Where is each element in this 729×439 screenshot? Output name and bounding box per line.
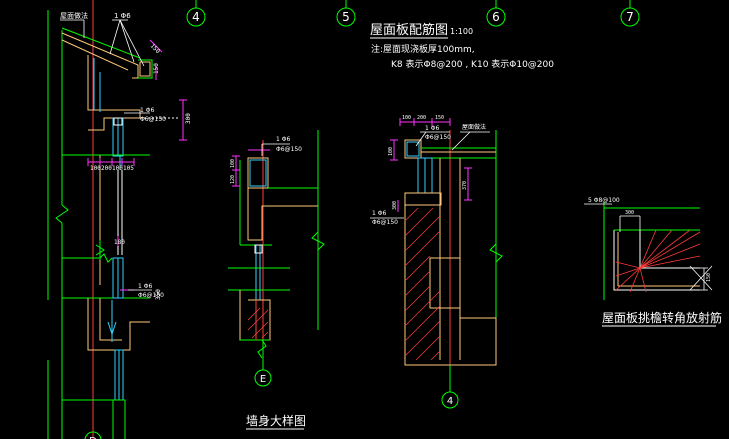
right-callout-bar: 1 Φ6	[425, 125, 439, 132]
corner-dim-side: 150	[706, 273, 712, 282]
right-callout-stirrup: Φ6@150	[425, 134, 451, 141]
roof-plan-note-1: 注:屋面现浇板厚100mm,	[371, 43, 475, 55]
right-dim-top-1: 100	[402, 115, 411, 121]
grid-bubble-bottom-4	[441, 391, 459, 409]
grid-bubble-bottom-e	[254, 369, 272, 387]
left-dim-roof-height: 150	[149, 42, 162, 55]
left-callout-lower-stirrup: Φ6@150	[138, 292, 164, 299]
right-dim-wall: 300	[392, 201, 398, 210]
middle-callout-leaders	[261, 143, 290, 156]
left-dim-row-4: 105	[123, 165, 134, 172]
right-dimensions	[390, 118, 472, 212]
right-dim-lintel: 370	[462, 181, 468, 190]
corner-radial-bars	[615, 229, 701, 293]
corner-rebar-leaders	[584, 203, 713, 291]
left-callout-gutter-bar: 1 Φ6	[114, 12, 131, 20]
left-callout-sill-bar: 1 Φ6	[140, 107, 154, 114]
grid-bubble-label-e: E	[260, 374, 266, 385]
corner-rebar-detail	[603, 202, 700, 300]
left-dim-row-1: 100	[90, 165, 101, 172]
left-callout-roof-finish: 屋面做法	[60, 11, 88, 20]
grid-bubble-label-6: 6	[492, 10, 500, 24]
left-dimension-lines	[87, 39, 187, 291]
grid-bubble-label-7: 7	[626, 10, 634, 24]
left-callout-sill-stirrup: Φ6@150	[140, 116, 166, 123]
middle-dim-height: 120	[230, 175, 236, 184]
corner-detail-title: 屋面板挑檐转角放射筋	[602, 310, 722, 325]
left-dim-row-3: 100	[112, 165, 123, 172]
corner-callout-bar: 5 Φ8@100	[588, 197, 620, 204]
left-wall-section	[47, 0, 180, 439]
wall-detail-title: 墙身大样图	[246, 413, 306, 428]
middle-callout-bar: 1 Φ6	[276, 136, 290, 143]
left-callout-leaders	[60, 19, 152, 291]
grid-bubble-label-d: D	[89, 436, 97, 439]
right-callout-lintel-stirrup: Φ6@150	[372, 219, 398, 226]
middle-dim-top: 100	[230, 159, 236, 168]
left-dim-sill-height: 300	[185, 113, 192, 124]
middle-dimensions	[232, 149, 270, 187]
roof-plan-scale: 1:100	[450, 27, 473, 36]
left-dim-mid-height: 350	[155, 289, 162, 300]
left-callout-lower-bar: 1 Φ6	[138, 283, 152, 290]
left-dim-mid-top: 180	[114, 239, 125, 246]
right-hatch	[405, 207, 441, 361]
grid-bubble-bottom-left	[84, 431, 102, 439]
left-dim-row-2: 200	[101, 165, 112, 172]
middle-callout-stirrup: Φ6@150	[276, 146, 302, 153]
right-callout-roof-finish: 屋面做法	[462, 123, 486, 131]
grid-bubble-label-4: 4	[192, 10, 200, 24]
right-dim-top-3: 150	[435, 115, 444, 121]
right-callout-lintel-bar: 1 Φ6	[372, 210, 386, 217]
middle-hatch	[247, 307, 269, 339]
left-dim-gutter-width: 150	[153, 63, 160, 74]
roof-plan-title: 屋面板配筋图	[370, 22, 448, 38]
right-dim-side: 100	[388, 147, 394, 156]
grid-bubble-label-5: 5	[342, 10, 350, 24]
right-callout-leaders	[370, 131, 490, 219]
grid-bubble-label-4-bottom: 4	[447, 396, 453, 407]
right-wall-section	[404, 130, 503, 392]
roof-plan-note-2: K8 表示Φ8@200 , K10 表示Φ10@200	[391, 58, 554, 70]
middle-wall-section	[228, 130, 325, 368]
right-dim-top-2: 200	[417, 115, 426, 121]
corner-dim-top: 300	[625, 210, 634, 216]
grid-bubbles-top	[186, 0, 640, 27]
